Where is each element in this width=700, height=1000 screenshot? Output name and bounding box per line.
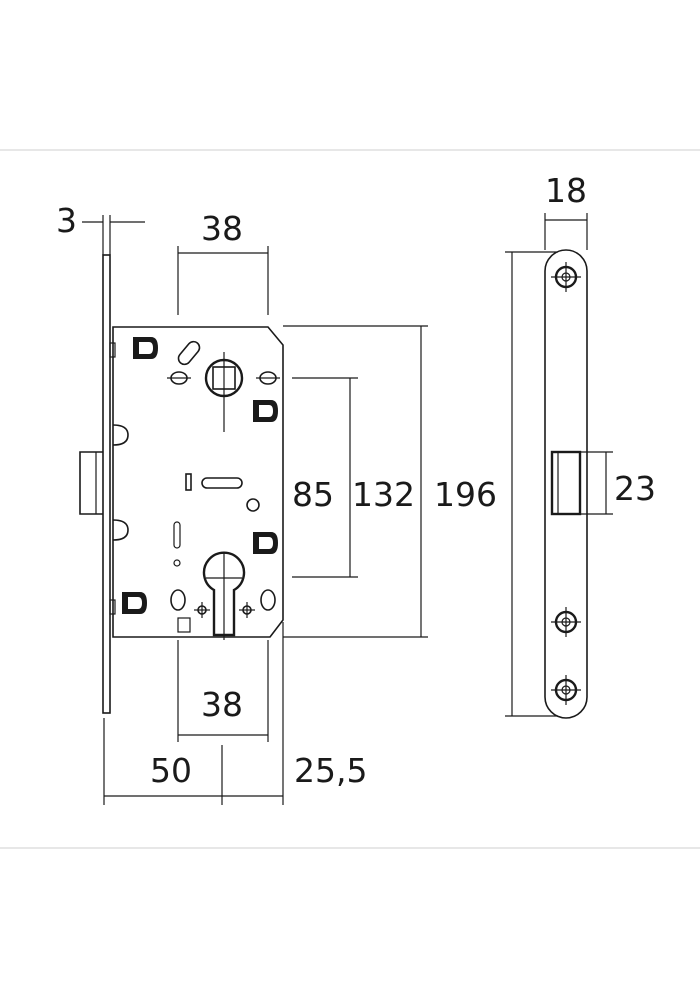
- dim-bottom-hole-spacing: 38: [177, 640, 269, 742]
- dim-faceplate-height: [505, 251, 558, 717]
- faceplate-view: [544, 249, 588, 719]
- dim-case-extension: 25,5: [222, 622, 367, 805]
- dim-label-85: 85: [292, 475, 334, 514]
- dim-label-25-5: 25,5: [294, 751, 367, 790]
- dim-label-23: 23: [614, 469, 656, 508]
- faceplate-screw-middle: [551, 607, 581, 637]
- lock-case: [112, 326, 284, 638]
- faceplate-screw-top: [551, 262, 581, 292]
- fixing-lug-lower-right: [253, 532, 278, 554]
- latch-opening: [550, 450, 582, 516]
- notch-lower: [112, 519, 129, 541]
- case-tab-top: [109, 342, 116, 358]
- faceplate-front: [544, 249, 588, 719]
- pin-dot: [173, 559, 181, 567]
- bottom-hole-right: [260, 589, 276, 611]
- dim-label-3: 3: [56, 201, 77, 240]
- bottom-tab: [177, 617, 191, 633]
- fixing-lug-mid-right: [253, 400, 278, 422]
- latch-bolt: [79, 451, 103, 515]
- bottom-hole-left: [170, 589, 186, 611]
- dim-label-50: 50: [150, 751, 192, 790]
- center-slot: [201, 477, 243, 489]
- case-tab-bottom: [109, 599, 116, 615]
- euro-cylinder-cutout: [202, 551, 246, 637]
- dim-top-hole-spacing: 38: [177, 209, 269, 315]
- small-hole: [246, 498, 260, 512]
- faceplate: [102, 254, 111, 714]
- small-rect-slot: [185, 473, 192, 491]
- fixing-lug-top-left: [133, 337, 158, 359]
- dim-latch-height: 23: [580, 451, 656, 515]
- dim-label-196: 196: [434, 475, 497, 514]
- lock-body-view: [79, 254, 284, 714]
- dim-handle-to-cylinder: 85: [292, 377, 358, 578]
- dim-faceplate-width: 18: [544, 171, 588, 250]
- dim-label-38-top: 38: [201, 209, 243, 248]
- dim-label-18: 18: [545, 171, 587, 210]
- faceplate-screw-bottom: [551, 675, 581, 705]
- slanted-slot: [177, 340, 201, 366]
- dim-label-38-bottom: 38: [201, 685, 243, 724]
- dim-faceplate-thickness: 3: [56, 201, 145, 255]
- dim-label-132: 132: [352, 475, 415, 514]
- dim-backset: 50: [103, 718, 223, 805]
- pin-slot: [173, 521, 181, 549]
- dim-overall-height: 196: [283, 325, 497, 638]
- notch-upper: [112, 424, 129, 446]
- fixing-lug-bottom-left: [122, 592, 147, 614]
